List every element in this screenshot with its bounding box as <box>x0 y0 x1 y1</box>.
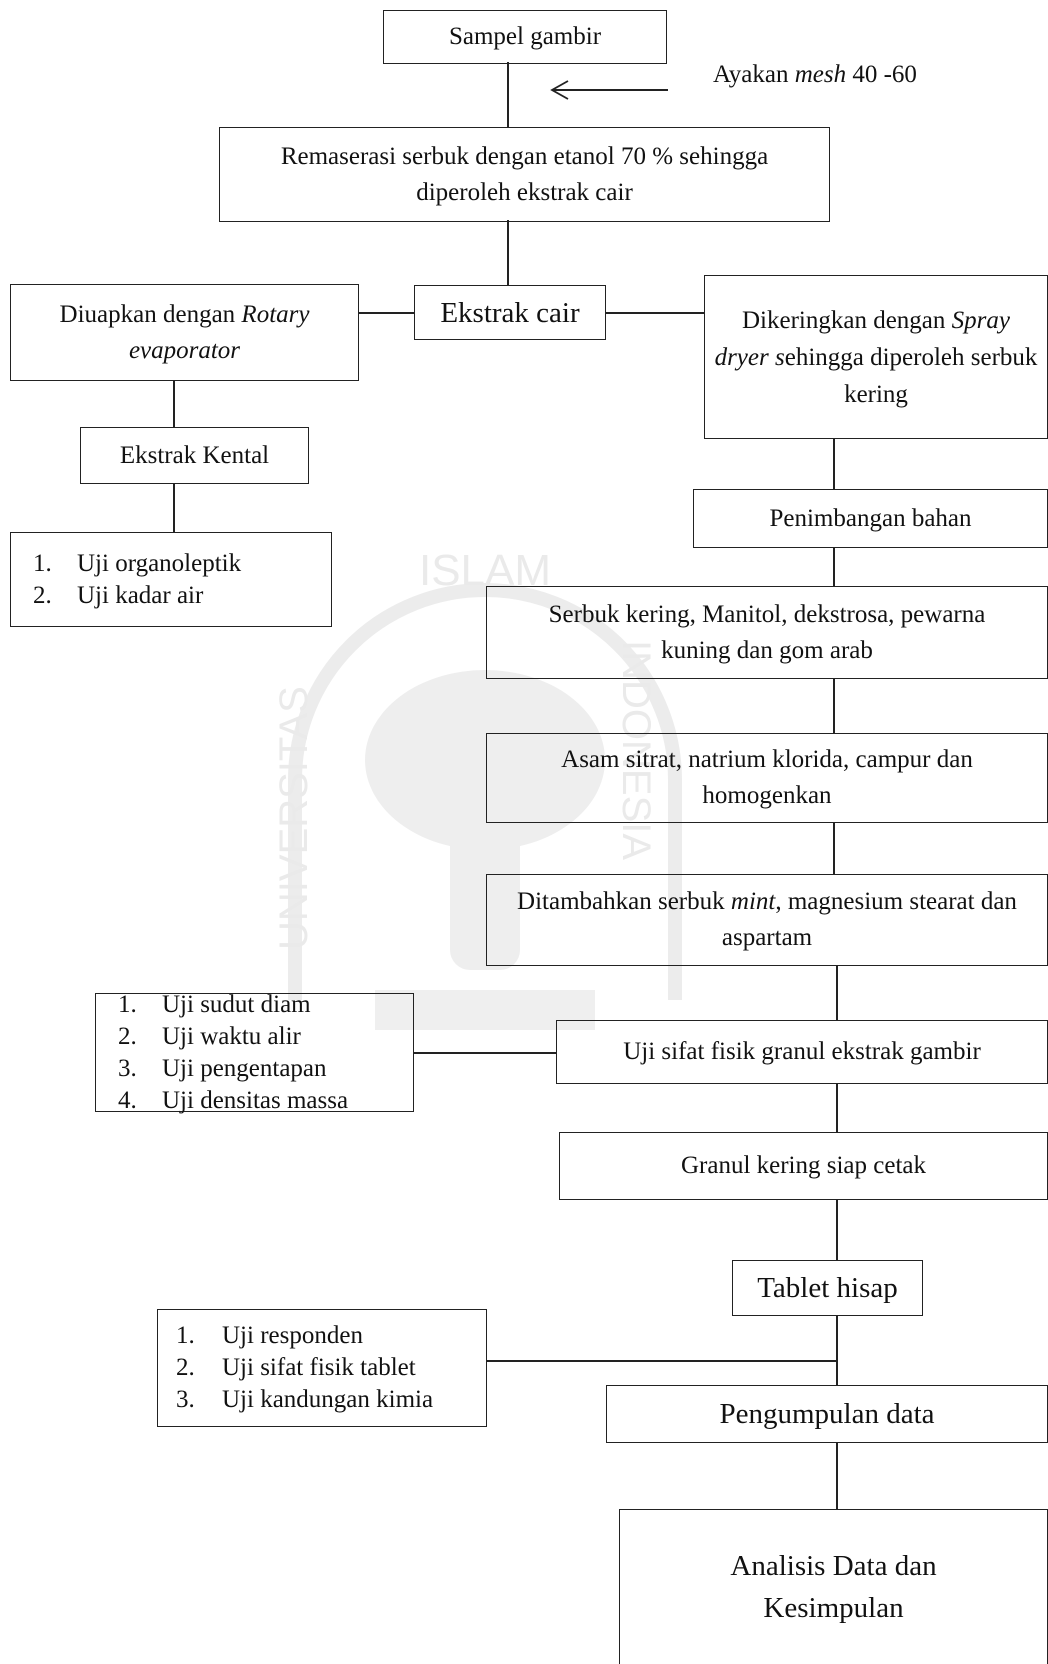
sieve-label: Ayakan mesh 40 -60 <box>713 61 917 88</box>
mix3-box: Ditambahkan serbuk mint, magnesium stear… <box>486 874 1048 966</box>
connector-data-analysis <box>836 1442 838 1510</box>
lozenge-text: Tablet hisap <box>757 1272 898 1304</box>
list-item: 2.Uji kadar air <box>33 581 204 609</box>
analysis-box: Analisis Data dan Kesimpulan <box>619 1509 1048 1664</box>
connector-ready-lozenge <box>836 1199 838 1261</box>
sieve-arrow-line <box>553 89 668 91</box>
mix1-box: Serbuk kering, Manitol, dekstrosa, pewar… <box>486 586 1048 679</box>
evaporate-box: Diuapkan dengan Rotary evaporator <box>10 284 359 381</box>
list-item: 3.Uji kandungan kimia <box>176 1386 434 1413</box>
list-item: 1.Uji responden <box>176 1322 363 1349</box>
tablet-tests-box: 1.Uji responden 2.Uji sifat fisik tablet… <box>157 1309 487 1427</box>
thick-extract-text: Ekstrak Kental <box>119 441 270 469</box>
sample-text: Sampel gambir <box>448 23 602 50</box>
granule-tests-list: 1.Uji sudut diam 2.Uji waktu alir 3.Uji … <box>118 989 348 1117</box>
list-item: 2.Uji waktu alir <box>118 1022 301 1050</box>
mix2-text: Asam sitrat, natrium klorida, campur dan… <box>561 746 973 809</box>
connector-granuletests-granule <box>413 1052 557 1054</box>
connector-mix2-mix3 <box>833 822 835 875</box>
mix2-box: Asam sitrat, natrium klorida, campur dan… <box>486 733 1048 823</box>
list-item: 1.Uji sudut diam <box>118 990 311 1018</box>
connector-evaporate-thick <box>173 380 175 428</box>
mix3-text: Ditambahkan serbuk mint, magnesium stear… <box>517 888 1017 951</box>
connector-lozenge-data <box>836 1315 838 1386</box>
mix1-text: Serbuk kering, Manitol, dekstrosa, pewar… <box>548 600 986 664</box>
granule-tests-box: 1.Uji sudut diam 2.Uji waktu alir 3.Uji … <box>95 991 414 1114</box>
connector-tablettests-line <box>486 1360 837 1362</box>
ready-granule-box: Granul kering siap cetak <box>559 1132 1048 1200</box>
maceration-text: Remaserasi serbuk dengan etanol 70 % seh… <box>280 142 769 206</box>
connector-mix1-mix2 <box>833 678 835 734</box>
weighing-box: Penimbangan bahan <box>693 489 1048 548</box>
thick-tests-list: 1.Uji organoleptik 2.Uji kadar air <box>33 548 241 612</box>
maceration-box: Remaserasi serbuk dengan etanol 70 % seh… <box>219 127 830 222</box>
granule-test-text: Uji sifat fisik granul ekstrak gambir <box>623 1038 981 1065</box>
liquid-extract-box: Ekstrak cair <box>414 285 606 340</box>
connector-weighing-mix1 <box>833 547 835 587</box>
connector-maceration-liquid <box>507 220 509 286</box>
connector-granule-ready <box>836 1083 838 1133</box>
list-item: 4.Uji densitas massa <box>118 1086 349 1114</box>
list-item: 2.Uji sifat fisik tablet <box>176 1354 416 1381</box>
sample-box: Sampel gambir <box>383 10 667 64</box>
liquid-extract-text: Ekstrak cair <box>440 296 580 329</box>
sieve-arrow-head <box>550 80 569 100</box>
analysis-text: Analisis Data dan Kesimpulan <box>730 1550 937 1624</box>
ready-granule-text: Granul kering siap cetak <box>680 1152 927 1179</box>
connector-mix3-granule <box>836 965 838 1021</box>
spray-box: Dikeringkan dengan Spray dryer sehingga … <box>704 275 1048 439</box>
thick-tests-box: 1.Uji organoleptik 2.Uji kadar air <box>10 532 332 627</box>
data-collection-text: Pengumpulan data <box>719 1398 935 1430</box>
weighing-text: Penimbangan bahan <box>769 504 972 532</box>
connector-thick-tests <box>173 483 175 533</box>
spray-text: Dikeringkan dengan Spray dryer sehingga … <box>714 306 1038 408</box>
granule-test-box: Uji sifat fisik granul ekstrak gambir <box>556 1020 1048 1084</box>
watermark-right-text: INDONESIA <box>614 640 658 860</box>
watermark-left-text: UNIVERSITAS <box>272 686 316 950</box>
connector-spray-weighing <box>833 438 835 490</box>
connector-sample-maceration <box>507 62 509 128</box>
university-watermark: ISLAM UNIVERSITAS INDONESIA <box>272 546 682 1030</box>
connector-liquid-evaporate <box>358 312 415 314</box>
tablet-tests-list: 1.Uji responden 2.Uji sifat fisik tablet… <box>176 1320 433 1416</box>
thick-extract-box: Ekstrak Kental <box>80 427 309 484</box>
list-item: 1.Uji organoleptik <box>33 549 242 577</box>
connector-liquid-spray <box>605 312 705 314</box>
data-collection-box: Pengumpulan data <box>606 1385 1048 1443</box>
lozenge-box: Tablet hisap <box>732 1260 923 1316</box>
list-item: 3.Uji pengentapan <box>118 1054 327 1082</box>
